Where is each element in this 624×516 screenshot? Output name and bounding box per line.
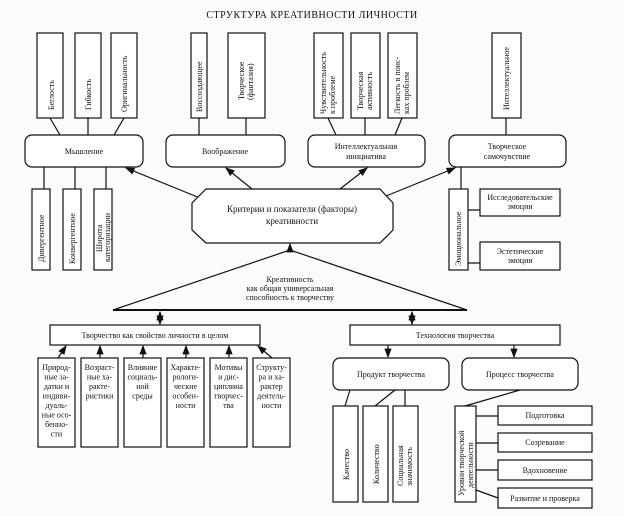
sensitivity-label: Чувствительностьк проблеме [319,52,337,114]
stage-development: Развитие и проверка [510,494,580,503]
imagination-group: Воссоздающее Творческое(фантазия) Вообра… [165,32,286,168]
personality-factor-box [166,357,205,448]
social-significance-label: Социальнаязначимость [396,445,414,486]
personality-factor-box [123,357,162,448]
diagram-title: СТРУКТУРА КРЕАТИВНОСТИ ЛИЧНОСТИ [206,10,417,21]
levels-label: Уровни творческойдеятельности [457,430,475,496]
process-label: Процесс творчества [486,370,554,379]
criteria-octagon: Критерии и показатели (факторы)креативно… [191,188,394,244]
flexibility-label: Гибкость [84,79,93,110]
intellectual-label: Интеллектуальное [502,47,511,110]
reproductive-label: Воссоздающее [195,61,204,112]
personality-label: Творчество как свойство личности в целом [82,331,229,340]
technology-label: Технология творчества [416,331,495,340]
connectors [43,117,521,499]
product-label: Продукт творчества [357,370,425,379]
thinking-group: Беглость Гибкость Оригинальность Мышлени… [24,32,144,271]
quantity-label: Количество [372,444,381,484]
emotional-label: Эмоциональное [454,211,463,266]
quality-label: Качество [342,449,351,480]
fluency-label: Беглость [47,80,56,110]
stage-preparation: Подготовка [525,411,565,420]
convergent-label: Конвергентное [68,213,77,264]
stage-inspiration: Вдохновение [523,466,568,475]
ease-label: Легкость в поис-ках проблем [393,57,411,114]
categorization-label: Широтакатегоризации [95,212,112,262]
personality-factor-label: Возраст-ные ха-ракте-ристики [85,363,115,401]
creative-fantasy-label: Творческое(фантазия) [237,61,255,100]
originality-label: Оригинальность [120,55,129,112]
activity-label: Творческаяактивность [356,71,374,110]
personality-factor-box [252,357,291,448]
divergent-label: Дивергентное [37,214,46,262]
imagination-label: Воображение [202,147,248,156]
personality-group: Творчество как свойство личности в целом… [37,324,291,448]
technology-group: Технология творчества Продукт творчества… [332,324,593,509]
criteria-label: Критерии и показатели (факторы)креативно… [227,204,357,226]
personality-factor-box [209,357,248,448]
personality-factor-box [37,357,76,448]
initiative-group: Чувствительностьк проблеме Творческаяакт… [307,32,426,168]
thinking-label: Мышление [65,147,104,156]
stage-maturation: Созревание [525,438,565,447]
personality-factor-box [80,357,119,448]
